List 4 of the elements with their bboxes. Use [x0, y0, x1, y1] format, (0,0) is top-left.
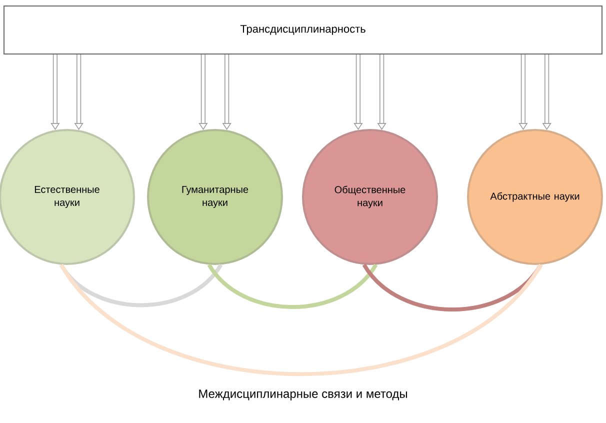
header-box: Трансдисциплинарность: [4, 6, 602, 54]
connector-arc: [207, 264, 378, 309]
connector-arc: [60, 264, 542, 376]
caption-text: Междисциплинарные связи и методы: [199, 390, 407, 400]
